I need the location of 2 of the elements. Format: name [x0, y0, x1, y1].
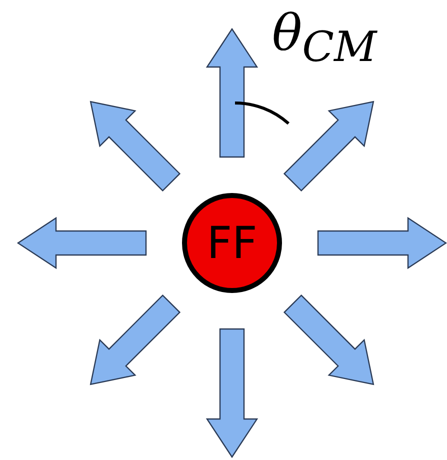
- angle-label: θ$_{CM}$: [272, 4, 377, 71]
- circle-node: FF: [182, 193, 282, 293]
